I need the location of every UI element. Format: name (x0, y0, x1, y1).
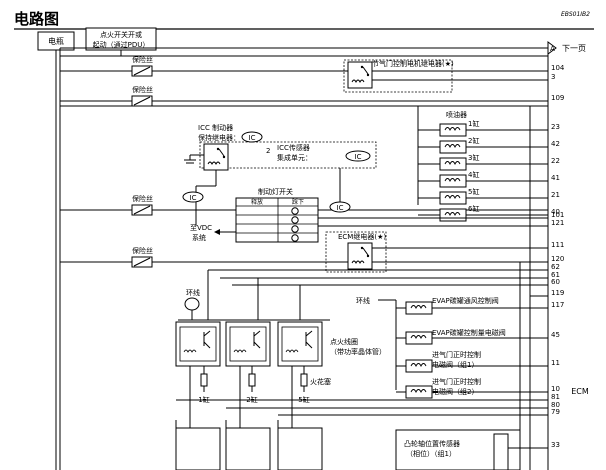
ecm-pin-120: 120 (551, 255, 564, 263)
next-page-marker: A (550, 45, 555, 53)
ic-marker-3 (182, 191, 204, 203)
throttle-relay-symbol (347, 61, 373, 89)
injector-label: 喷油器 (446, 110, 467, 119)
ic-label-2: IC (355, 153, 362, 161)
evap-purge-label: EVAP碳罐控制量电磁阀 (432, 328, 506, 337)
spark-plug-label: 火花塞 (310, 377, 331, 386)
fuse-3 (131, 204, 153, 216)
ivt-bank2-valve (405, 385, 433, 399)
fuse-3-label: 保险丝 (132, 194, 153, 203)
brake-switch-label: 制动灯开关 (258, 187, 293, 196)
to-vdc-label-2: 系统 (192, 233, 206, 242)
icc-brake-label-2: 保持继电器： (198, 133, 240, 142)
ecm-pin-81: 81 (551, 393, 560, 401)
ecm-pin-62: 62 (551, 263, 560, 271)
evap-vent-label: EVAP碳罐通风控制阀 (432, 296, 499, 305)
figure-code: EBS01IB2 (561, 11, 590, 18)
ic-marker-4 (329, 201, 351, 213)
injector-cyl-3: 3缸 (468, 153, 479, 162)
ring-line-label-1: 环线 (186, 288, 200, 297)
ecm-pin-33: 33 (551, 441, 560, 449)
injector-cyl-6: 6缸 (468, 204, 479, 213)
brake-col-press: 踩下 (292, 199, 304, 206)
icc-brake-label-1: ICC 制动器 (198, 123, 233, 132)
injector-cyl-2: 2缸 (468, 136, 479, 145)
ecm-pin-40: 40 (551, 208, 560, 216)
ecm-pin-60: 60 (551, 278, 560, 286)
ecm-pin-45: 45 (551, 331, 560, 339)
cam-sensor-label-1: 凸轮轴位置传感器 (404, 439, 460, 448)
fuse-4-label: 保险丝 (132, 246, 153, 255)
ecm-pin-104: 104 (551, 64, 565, 72)
ic-label-4: IC (337, 204, 344, 212)
ic-marker-2 (345, 150, 371, 162)
ecm-pin-80: 80 (551, 401, 560, 409)
to-vdc-label-1: 至VDC (190, 224, 212, 232)
ecm-pin-61: 61 (551, 271, 560, 279)
ignition-label-2: 起动（通过PDU） (93, 40, 150, 49)
ivt-bank1-label-2: 电磁阀（组1） (432, 360, 478, 369)
fuse-4 (131, 256, 153, 268)
ivt-bank1-label-1: 进气门正时控制 (432, 350, 481, 359)
brake-switch-table (235, 197, 319, 243)
ignition-label-1: 点火开关开或 (100, 30, 142, 39)
ignition-coil-label-1: 点火线圈 (330, 337, 358, 346)
ecm-pin-22: 22 (551, 157, 560, 165)
ic-marker-1 (241, 131, 263, 143)
icc-pin-2: 2 (266, 147, 270, 155)
ecm-pin-111: 111 (551, 241, 564, 249)
ecm-pin-10: 10 (551, 385, 560, 393)
ignition-coil-1 (175, 321, 221, 367)
ecm-pin-101: 101 (551, 211, 564, 219)
ivt-bank2-label-1: 进气门正时控制 (432, 377, 481, 386)
page-title: 电路图 (14, 10, 59, 28)
ecm-pin-41: 41 (551, 174, 560, 182)
battery-label: 电瓶 (48, 36, 64, 46)
fuse-2 (131, 95, 153, 107)
injector-cyl-4: 4缸 (468, 170, 479, 179)
evap-purge-valve (405, 331, 433, 345)
ecm-label: ECM (571, 387, 589, 396)
icc-sensor-label-2: 集成单元： (277, 153, 312, 162)
ivt-bank1-valve (405, 359, 433, 373)
ic-label-3: IC (190, 194, 197, 202)
ecm-pin-109: 109 (551, 94, 564, 102)
icc-sensor-label-1: ICC传感器 (277, 143, 310, 152)
ring-line-symbol (184, 297, 200, 311)
ecm-pin-117: 117 (551, 301, 564, 309)
ecm-relay-symbol (347, 242, 373, 270)
ignition-coil-2 (225, 321, 271, 367)
ignition-coil-label-2: （带功率晶体管） (330, 347, 386, 356)
ecm-pin-21: 21 (551, 191, 560, 199)
ecm-pin-121: 121 (551, 219, 564, 227)
ecm-pin-79: 79 (551, 408, 560, 416)
injector-cyl-1: 1缸 (468, 119, 479, 128)
ic-label-1: IC (249, 134, 256, 142)
ecm-pin-3: 3 (551, 73, 555, 81)
ecm-pin-42: 42 (551, 140, 560, 148)
cam-sensor-label-2: （相位）（组1） (406, 449, 456, 458)
next-page-label: 下一页 (562, 44, 586, 53)
ignition-coil-5 (277, 321, 323, 367)
ecm-relay-label: ECM继电器(★) (338, 232, 386, 241)
brake-col-release: 释放 (251, 198, 263, 206)
evap-vent-valve (405, 301, 433, 315)
throttle-relay-label: 节气门控制电机继电器(★) (372, 59, 454, 68)
fuse-1-label: 保险丝 (132, 55, 153, 64)
injector-cyl-5: 5缸 (468, 187, 479, 196)
ring-line-label-2: 环线 (356, 296, 370, 305)
icc-relay-symbol (203, 143, 229, 171)
ecm-pin-11: 11 (551, 359, 560, 367)
ecm-pin-23: 23 (551, 123, 560, 131)
fuse-2-label: 保险丝 (132, 85, 153, 94)
ecm-pin-119: 119 (551, 289, 564, 297)
fuse-1 (131, 65, 153, 77)
